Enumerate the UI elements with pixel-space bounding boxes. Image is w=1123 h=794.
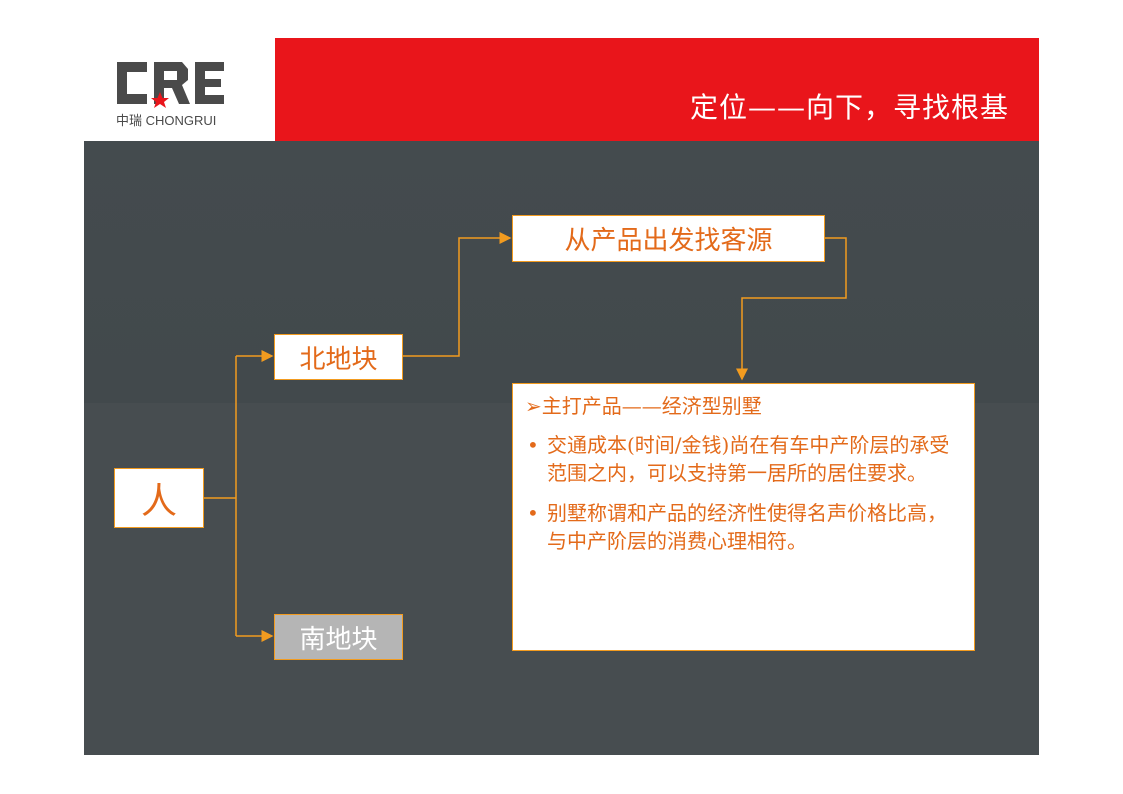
detail-box: ➢主打产品——经济型别墅 • 交通成本(时间/金钱)尚在有车中产阶层的承受范围之内… [512,383,975,651]
logo: 中瑞 CHONGRUI [84,38,275,141]
diagram-area: 人 北地块 南地块 从产品出发找客源 ➢主打产品——经济型别墅 • 交通成本(时间… [84,141,1039,755]
logo-text: 中瑞 CHONGRUI [116,113,216,128]
north-plot-node: 北地块 [274,334,403,380]
arrow-detail [736,237,847,381]
connector-lines [204,232,847,642]
page-title: 定位——向下，寻找根基 [689,91,1009,124]
list-item: • 别墅称谓和产品的经济性使得名声价格比高，与中产阶层的消费心理相符。 [525,499,960,555]
bullet-icon: • [527,433,539,457]
source-node: 从产品出发找客源 [512,215,825,262]
list-item-text: 别墅称谓和产品的经济性使得名声价格比高，与中产阶层的消费心理相符。 [547,501,947,553]
list-item-text: 交通成本(时间/金钱)尚在有车中产阶层的承受范围之内，可以支持第一居所的居住要求… [547,433,950,485]
detail-heading: ➢主打产品——经济型别墅 [525,390,960,419]
arrow-bullet-icon: ➢ [525,394,542,418]
detail-heading-text: 主打产品——经济型别墅 [541,394,762,418]
list-item: • 交通成本(时间/金钱)尚在有车中产阶层的承受范围之内，可以支持第一居所的居住要… [525,431,960,487]
cre-logo-icon: 中瑞 CHONGRUI [116,62,224,128]
south-plot-node: 南地块 [274,614,403,660]
arrow-source [403,232,512,357]
root-node: 人 [114,468,204,528]
bullet-icon: • [527,501,539,525]
slide: 中瑞 CHONGRUI 定位——向下，寻找根基 [84,38,1039,755]
detail-list: • 交通成本(时间/金钱)尚在有车中产阶层的承受范围之内，可以支持第一居所的居住要… [525,431,960,555]
header-bar: 定位——向下，寻找根基 [275,38,1039,141]
